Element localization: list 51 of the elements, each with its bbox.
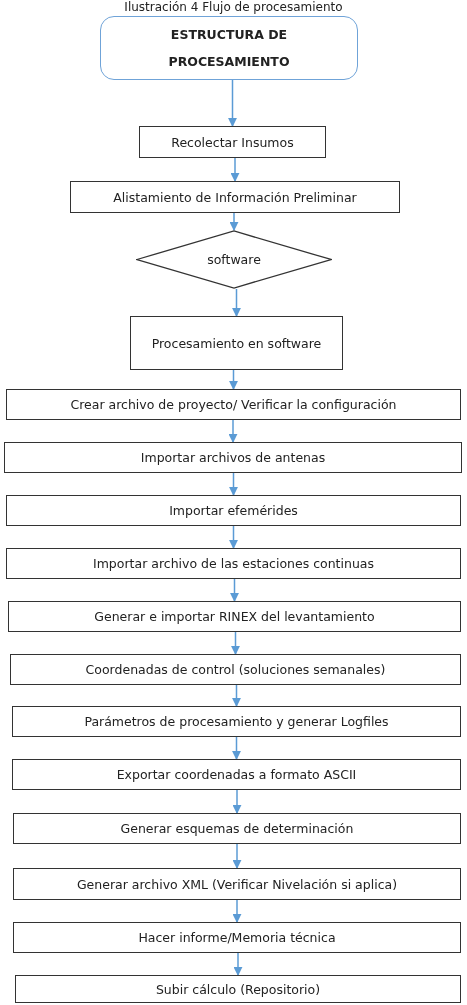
step-label: ESTRUCTURA DE PROCESAMIENTO	[167, 25, 291, 71]
process-box	[130, 316, 343, 370]
step-label: Recolectar Insumos	[171, 134, 294, 150]
step-label: Importar efemérides	[169, 503, 298, 518]
step-label: Importar archivo de las estaciones continuas	[93, 556, 374, 571]
arrow	[232, 899, 242, 923]
step-label: Generar archivo XML (Verificar Nivelación si aplica)	[76, 876, 398, 892]
step-label: Exportar coordenadas a formato ASCII	[116, 767, 357, 782]
step-label: Generar esquemas de determinación	[120, 821, 354, 836]
start-box	[100, 16, 358, 80]
process-box	[12, 759, 461, 790]
process-box	[6, 548, 461, 579]
arrow	[229, 369, 238, 390]
process-box	[12, 706, 461, 737]
step-label: Subir cálculo (Repositorio)	[155, 981, 321, 997]
arrow	[229, 525, 238, 549]
process-box	[13, 922, 461, 953]
step-label: Crear archivo de proyecto/ Verificar la configuración	[70, 397, 397, 412]
arrow	[232, 288, 241, 317]
arrow	[233, 952, 243, 976]
arrow	[229, 212, 239, 231]
process-box	[6, 389, 461, 420]
arrow	[228, 79, 237, 127]
arrow	[231, 631, 240, 655]
step-label: Procesamiento en software	[151, 335, 322, 351]
figure-title: Ilustración 4 Flujo de procesamiento	[123, 0, 344, 14]
process-box	[6, 495, 461, 526]
arrow	[232, 684, 241, 707]
process-box	[4, 442, 462, 473]
process-box	[15, 975, 461, 1003]
process-box	[139, 126, 326, 158]
step-label: software	[207, 252, 261, 267]
arrow	[229, 472, 238, 496]
arrow	[228, 419, 238, 443]
arrow	[230, 578, 239, 602]
step-label: Generar e importar RINEX del levantamiento	[94, 609, 375, 624]
step-label: Hacer informe/Memoria técnica	[138, 930, 336, 945]
process-box	[70, 181, 400, 213]
step-label: Coordenadas de control (soluciones semanales)	[85, 662, 386, 677]
process-box	[13, 868, 461, 900]
process-box	[10, 654, 461, 685]
process-box	[8, 601, 461, 632]
process-box	[13, 813, 461, 844]
step-label: Importar archivos de antenas	[140, 450, 326, 465]
arrow	[232, 843, 242, 869]
arrow	[232, 736, 241, 760]
arrow	[232, 789, 242, 814]
arrow	[230, 157, 240, 182]
step-label: Parámetros de procesamiento y generar Logfiles	[84, 714, 389, 729]
decision-diamond	[136, 230, 332, 289]
step-label: Alistamiento de Información Preliminar	[113, 189, 357, 205]
